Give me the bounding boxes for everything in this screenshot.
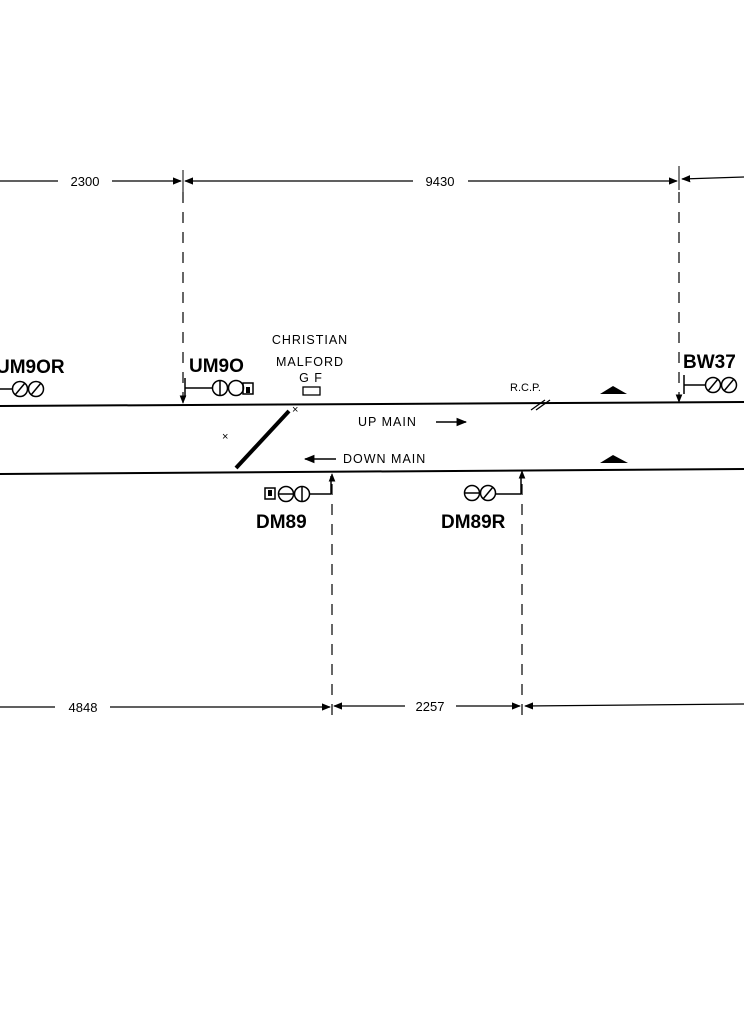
signal-um90-head [184, 378, 254, 397]
rcp-label: R.C.P. [510, 382, 541, 394]
top-dimension-line [0, 166, 744, 192]
signal-dm89r-head [463, 476, 522, 502]
dimension-label-2300: 2300 [71, 174, 100, 189]
location-name-line2: MALFORD [276, 355, 344, 369]
up-main-track [0, 401, 744, 407]
signal-um90r-head [0, 380, 45, 398]
signal-dm89-head [264, 476, 332, 503]
down-main-track [0, 468, 744, 475]
ground-frame-label: G F [299, 371, 323, 385]
crossover [234, 409, 291, 470]
bottom-dimension-line [0, 702, 744, 711]
marker-triangle-up-main [600, 386, 627, 394]
signal-label-um90: UM9O [189, 356, 244, 377]
location-name-line1: CHRISTIAN [272, 333, 348, 347]
marker-triangle-down-main [600, 455, 628, 463]
crossover-mark-top: × [292, 404, 298, 416]
signal-label-dm89: DM89 [256, 512, 307, 533]
down-main-label: DOWN MAIN [343, 452, 426, 466]
ground-frame-box [302, 386, 321, 396]
up-main-label: UP MAIN [358, 415, 417, 429]
signal-label-dm89r: DM89R [441, 512, 506, 533]
signal-label-bw37: BW37 [683, 352, 736, 373]
dimension-label-4848: 4848 [69, 700, 98, 715]
signal-label-um90r: UM9OR [0, 357, 65, 378]
signal-bw37-head [683, 375, 738, 394]
rcp-break-mark [530, 399, 551, 411]
crossover-mark-bottom: × [222, 431, 228, 443]
dimension-label-2257: 2257 [416, 699, 445, 714]
dimension-label-9430: 9430 [426, 174, 455, 189]
